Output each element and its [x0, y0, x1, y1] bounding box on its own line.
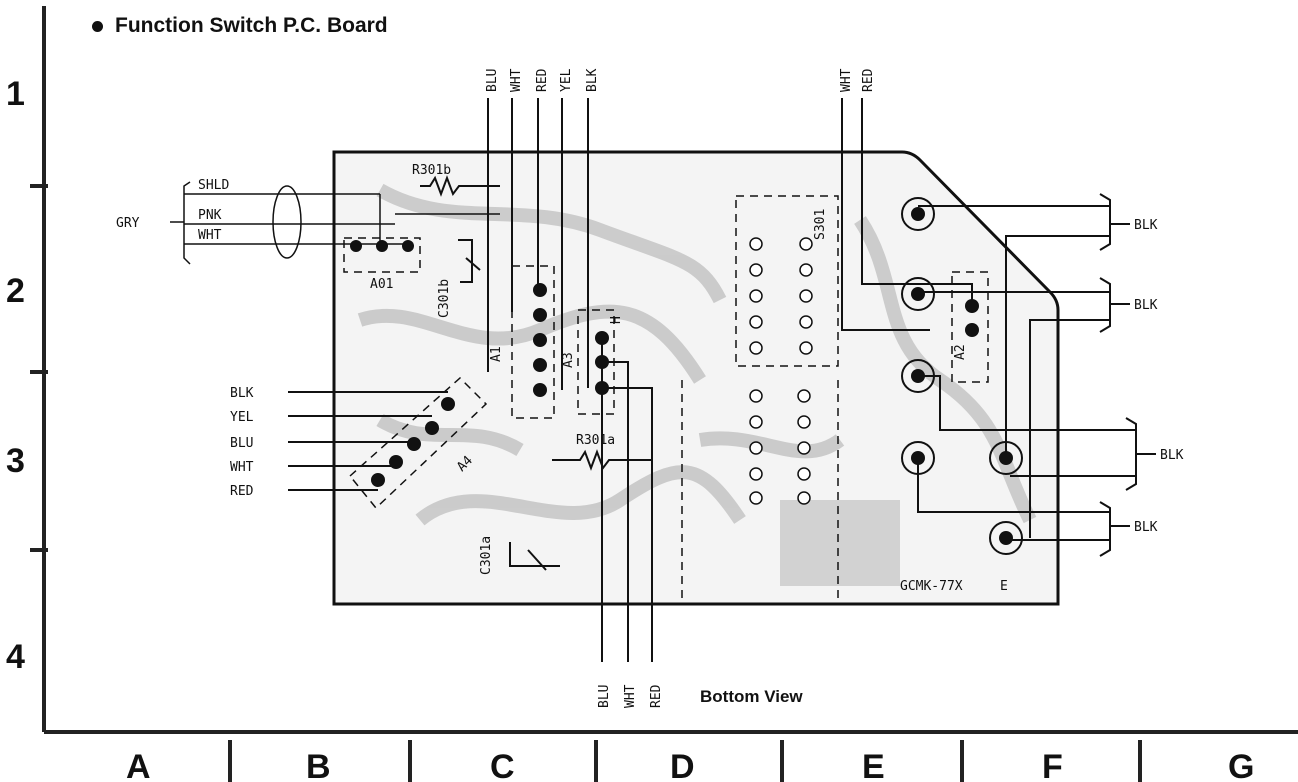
- bullet-icon: [92, 20, 103, 32]
- left-wires: [288, 391, 448, 491]
- top-wires-left: [487, 98, 589, 390]
- left-wire-blu: BLU: [230, 436, 253, 451]
- right-wires: [917, 193, 1156, 557]
- right-wire-blk-3: BLK: [1160, 448, 1184, 463]
- left-wire-yel: YEL: [230, 410, 254, 425]
- cable-label-shld: SHLD: [198, 178, 229, 193]
- top-wire-yel: YEL: [559, 68, 574, 92]
- left-cable: [170, 181, 500, 265]
- cable-label-pnk: PNK: [198, 208, 222, 223]
- pcb-traces: [357, 183, 1037, 526]
- cable-label-gry: GRY: [116, 216, 140, 231]
- label-a01: A01: [370, 277, 393, 292]
- top-wire-right-wht: WHT: [839, 68, 854, 92]
- resistor-r301a: [552, 449, 652, 471]
- pads-a1: [533, 283, 609, 397]
- label-e: E: [1000, 579, 1008, 594]
- right-wire-blk-2: BLK: [1134, 298, 1158, 313]
- bottom-view-label: Bottom View: [700, 687, 803, 706]
- top-wire-right-red: RED: [861, 68, 876, 92]
- pads-a2: [965, 299, 979, 337]
- label-a2: A2: [953, 344, 968, 360]
- row-label-3: 3: [6, 442, 25, 480]
- bottom-wire-blu: BLU: [597, 685, 612, 708]
- bottom-wire-wht: WHT: [623, 684, 638, 708]
- col-label-b: B: [306, 748, 331, 782]
- row-labels: 1 2 3 4: [6, 75, 25, 676]
- connector-a01: [350, 240, 414, 252]
- resistor-r301b: [420, 175, 500, 197]
- right-wire-blk-1: BLK: [1134, 218, 1158, 233]
- right-wire-blk-4: BLK: [1134, 520, 1158, 535]
- left-wire-blk: BLK: [230, 386, 254, 401]
- top-wire-wht: WHT: [509, 68, 524, 92]
- top-wire-blk: BLK: [585, 68, 600, 92]
- row-label-2: 2: [6, 272, 25, 310]
- label-r301b: R301b: [412, 163, 451, 178]
- col-label-g: G: [1228, 748, 1254, 782]
- label-s301: S301: [813, 209, 828, 240]
- capacitor-c301b: [458, 239, 481, 283]
- right-terminals: [901, 197, 1023, 555]
- switch-s301-contacts: [749, 237, 813, 505]
- label-c301b: C301b: [437, 279, 452, 318]
- title-text: Function Switch P.C. Board: [115, 14, 388, 37]
- label-c301a: C301a: [479, 536, 494, 575]
- col-labels: A B C D E F G: [126, 748, 1254, 782]
- row-label-1: 1: [6, 75, 25, 113]
- bottom-wire-red: RED: [649, 684, 664, 708]
- col-label-f: F: [1042, 748, 1063, 782]
- label-r301a: R301a: [576, 433, 615, 448]
- bottom-wires: [601, 338, 653, 662]
- label-a3: A3: [561, 352, 576, 368]
- board-id-label: GCMK-77X: [900, 579, 963, 594]
- pads-a4: [371, 397, 455, 487]
- row-label-4: 4: [6, 638, 25, 676]
- col-label-a: A: [126, 748, 151, 782]
- label-h: H: [609, 316, 624, 324]
- capacitor-c301a: [509, 542, 560, 571]
- col-ticks: [228, 740, 1142, 782]
- top-wire-red: RED: [535, 68, 550, 92]
- cable-label-wht: WHT: [198, 228, 222, 243]
- left-wire-red: RED: [230, 484, 254, 499]
- col-label-e: E: [862, 748, 885, 782]
- top-wires-right: [841, 98, 973, 331]
- col-label-c: C: [490, 748, 515, 782]
- top-wire-blu: BLU: [485, 69, 500, 92]
- diagram-title: Function Switch P.C. Board: [92, 14, 388, 38]
- dashed-regions: [343, 195, 989, 600]
- ground-plane: [780, 500, 900, 586]
- label-a1: A1: [489, 346, 504, 362]
- col-label-d: D: [670, 748, 695, 782]
- row-ticks: [30, 184, 48, 552]
- left-wire-wht: WHT: [230, 460, 254, 475]
